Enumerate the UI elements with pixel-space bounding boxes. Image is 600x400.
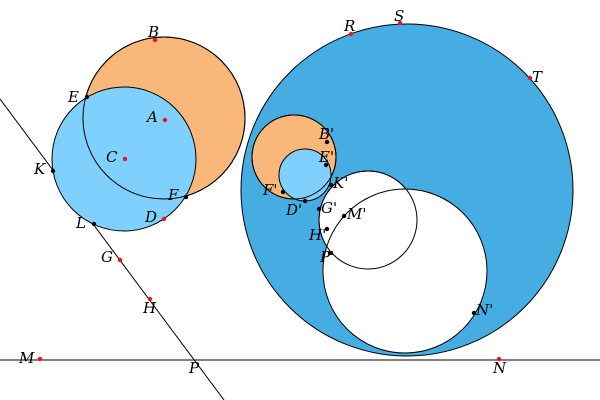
point-r	[348, 31, 354, 37]
line-kp	[0, 98, 225, 400]
label-g-prime: G'	[321, 199, 337, 217]
point-n	[496, 356, 502, 362]
label-k-prime: K'	[332, 174, 348, 192]
label-k: K	[33, 160, 46, 178]
point-b	[152, 37, 158, 43]
label-p-prime: P'	[319, 248, 334, 266]
point-k-prime	[328, 182, 334, 188]
label-t: T	[532, 68, 543, 86]
label-a: A	[145, 108, 158, 126]
circle-b-prime-outline	[251, 114, 337, 200]
point-g	[117, 257, 123, 263]
point-p-prime	[327, 250, 333, 256]
label-s: S	[394, 7, 404, 25]
point-l	[91, 221, 97, 227]
label-c: C	[106, 148, 118, 166]
point-d	[161, 216, 167, 222]
point-b-prime	[324, 139, 330, 145]
label-h: H	[142, 299, 157, 317]
label-f: F	[167, 186, 179, 204]
point-s	[397, 20, 403, 26]
label-n: N	[492, 359, 507, 377]
point-e	[84, 94, 90, 100]
label-b-prime: B'	[318, 125, 334, 143]
label-g: G	[101, 248, 113, 266]
label-r: R	[343, 17, 355, 35]
point-t	[527, 75, 533, 81]
label-d-prime: D'	[285, 201, 302, 219]
label-d: D	[144, 208, 157, 226]
point-a	[162, 117, 168, 123]
label-l: L	[75, 214, 86, 232]
black-points	[50, 94, 477, 316]
label-n-prime: N'	[475, 301, 493, 319]
circle-a-outline	[82, 36, 246, 200]
label-h-prime: H'	[308, 226, 326, 244]
point-f	[183, 194, 189, 200]
point-k	[50, 168, 56, 174]
label-b: B	[147, 23, 159, 41]
point-h	[147, 296, 153, 302]
point-d-prime	[302, 198, 308, 204]
label-f-prime: F'	[262, 181, 278, 199]
label-m: M	[18, 349, 35, 367]
point-c	[122, 156, 128, 162]
point-f-prime	[280, 189, 286, 195]
red-points	[37, 20, 533, 362]
label-e: E	[67, 88, 79, 106]
point-e-prime	[323, 162, 329, 168]
point-m	[37, 356, 43, 362]
label-m-prime: M'	[346, 205, 366, 223]
label-p: P	[188, 359, 200, 377]
label-e-prime: E'	[318, 148, 334, 166]
point-h-prime	[324, 226, 330, 232]
point-g-prime	[316, 206, 322, 212]
point-m-prime	[341, 213, 347, 219]
point-n-prime	[471, 310, 477, 316]
circle-n-prime	[322, 188, 488, 354]
circle-m-prime-outline	[318, 170, 418, 270]
point-labels: B A E C K F D L G H M P N R S T B' E' F'…	[18, 7, 543, 377]
